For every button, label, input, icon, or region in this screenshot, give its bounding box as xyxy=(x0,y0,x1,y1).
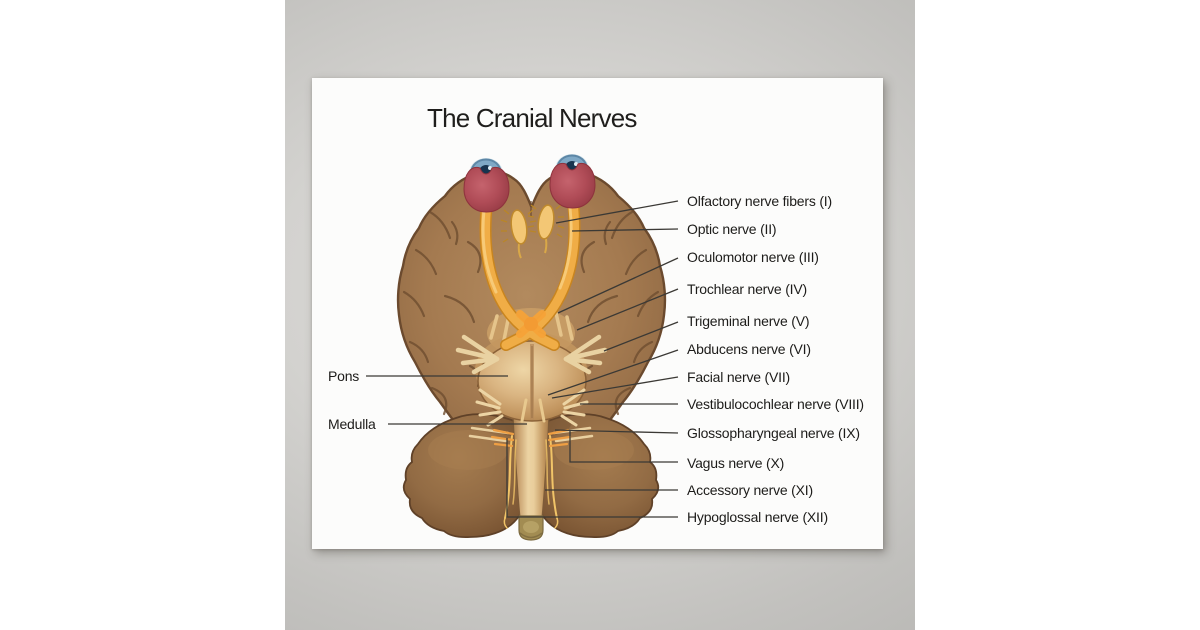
label-accessory-nerve-xi: Accessory nerve (XI) xyxy=(687,482,813,498)
medulla-nerve-rootlets xyxy=(468,426,594,529)
poster: The Cranial Nerves Pons Medulla Olfactor… xyxy=(312,78,883,549)
label-trigeminal-nerve-v: Trigeminal nerve (V) xyxy=(687,313,810,329)
label-vestibulocochlear-nerve-viii: Vestibulocochlear nerve (VIII) xyxy=(687,396,864,412)
label-hypoglossal-nerve-xii: Hypoglossal nerve (XII) xyxy=(687,509,828,525)
label-olfactory-nerve-i: Olfactory nerve fibers (I) xyxy=(687,193,832,209)
label-abducens-nerve-vi: Abducens nerve (VI) xyxy=(687,341,811,357)
label-medulla: Medulla xyxy=(328,416,376,432)
label-glossopharyngeal-nerve-ix: Glossopharyngeal nerve (IX) xyxy=(687,425,860,441)
label-facial-nerve-vii: Facial nerve (VII) xyxy=(687,369,790,385)
oculomotor-trochlear-twigs xyxy=(489,311,574,342)
left-eye xyxy=(463,158,510,213)
label-pons: Pons xyxy=(328,368,360,384)
pons-shape xyxy=(477,340,587,422)
label-oculomotor-nerve-iii: Oculomotor nerve (III) xyxy=(687,249,819,265)
poster-title: The Cranial Nerves xyxy=(427,103,637,133)
trigeminal-branches xyxy=(455,334,608,375)
label-optic-nerve-ii: Optic nerve (II) xyxy=(687,221,777,237)
brain-illustration xyxy=(366,154,679,541)
optic-nerves xyxy=(479,195,581,351)
leader-lines xyxy=(366,200,679,518)
olfactory-bulbs xyxy=(500,204,565,259)
spinal-cord-tip xyxy=(518,515,544,541)
right-eye xyxy=(549,154,596,209)
label-trochlear-nerve-iv: Trochlear nerve (IV) xyxy=(687,281,807,297)
label-vagus-nerve-x: Vagus nerve (X) xyxy=(687,455,785,471)
poster-photo-wall: The Cranial Nerves Pons Medulla Olfactor… xyxy=(285,0,915,630)
